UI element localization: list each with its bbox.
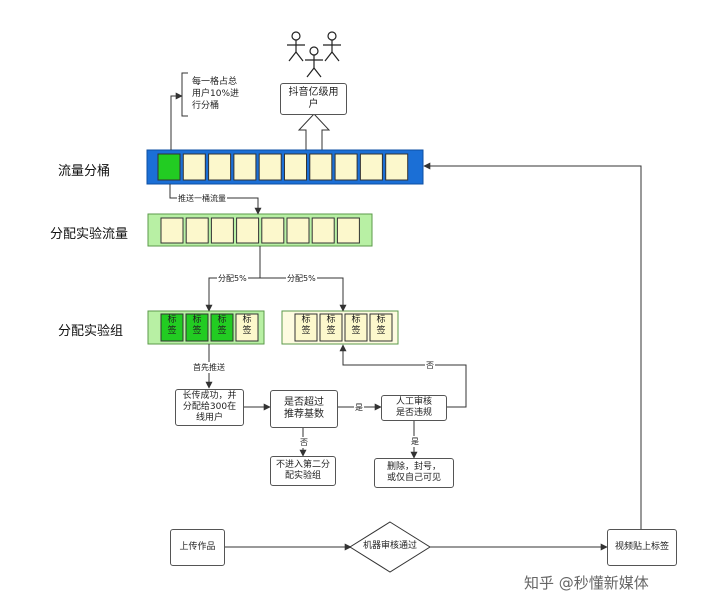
tag-cell (369, 313, 393, 342)
node-upload: 上传作品 (170, 529, 225, 566)
node-not-enter-line: 配实验组 (284, 471, 321, 481)
bucket-cell (385, 153, 409, 181)
tag-cell (235, 313, 259, 342)
node-not-enter-line: 不进入第二分 (275, 459, 330, 470)
edge-label-alloc-right: 分配5% (286, 273, 317, 284)
traffic-cell (210, 217, 234, 244)
tag-char: 签 (242, 325, 252, 336)
connector-review-no (339, 344, 467, 408)
edge-label-no-1: 否 (299, 437, 309, 448)
edge-label-push-bucket: 推送一桶流量 (177, 193, 227, 204)
tag-cell-label: 标签 (211, 315, 233, 337)
bucket-cell (284, 153, 307, 181)
tag-cell (185, 313, 209, 342)
bucket-cell (157, 153, 181, 181)
tag-cell-label: 标签 (320, 315, 342, 337)
node-machine-review: 机器审核通过 (362, 541, 417, 551)
edge-label-no-2: 否 (425, 360, 435, 371)
user-figure-icon (305, 46, 323, 78)
traffic-cell (311, 217, 335, 244)
connector-note (170, 92, 183, 150)
row-label-traffic-bucket: 流量分桶 (58, 164, 111, 179)
edge-label-alloc-left: 分配5% (217, 273, 248, 284)
bucket-cell (258, 153, 282, 181)
tag-char: 签 (192, 325, 202, 336)
node-not-enter: 不进入第二分配实验组 (270, 456, 336, 486)
node-review-line: 人工审核 (395, 396, 432, 407)
bucket-cell (233, 153, 257, 181)
tag-cell (294, 313, 318, 342)
tag-cell (319, 313, 343, 342)
traffic-cell (236, 217, 260, 244)
tag-char: 签 (351, 325, 361, 336)
traffic-cell (336, 217, 360, 244)
node-delete-line: 删除，封号， (386, 461, 441, 472)
tag-cell-label: 标签 (345, 315, 367, 337)
tag-cell-label: 标签 (236, 315, 258, 337)
tag-cell (160, 313, 184, 342)
node-exceed: 是否超过推荐基数 (270, 390, 338, 428)
tag-char: 标 (326, 315, 336, 325)
traffic-cell (261, 217, 285, 244)
machine-review-diamond (349, 521, 431, 573)
tag-cell (344, 313, 368, 342)
node-growth: 长传成功，并分配给300在线用户 (175, 389, 244, 426)
bucket-cell (359, 153, 383, 181)
tag-cell-label: 标签 (295, 315, 317, 337)
node-delete: 删除，封号，或仅自己可见 (374, 458, 454, 488)
edge-label-yes-2: 是 (410, 436, 420, 447)
note-bracket (181, 72, 188, 117)
node-exceed-line: 推荐基数 (284, 409, 324, 420)
edge-label-yes-1: 是 (354, 402, 364, 413)
bucket-note-line: 用户10%进 (192, 89, 240, 100)
tag-char: 标 (217, 315, 227, 325)
users-box: 抖音亿级用户 (280, 83, 347, 115)
traffic-cell (160, 217, 184, 244)
tag-char: 标 (351, 315, 361, 325)
node-review-line: 是否违规 (395, 408, 432, 418)
node-review: 人工审核是否违规 (381, 395, 447, 421)
tag-char: 签 (376, 325, 386, 336)
node-exceed-line: 是否超过 (284, 396, 324, 408)
tag-cell (210, 313, 234, 342)
node-video-tag: 视频贴上标签 (607, 529, 677, 566)
tag-char: 标 (242, 315, 252, 325)
tag-char: 签 (217, 325, 227, 336)
users-box-line: 抖音亿级用 (288, 86, 339, 98)
node-growth-line: 分配给300在 (182, 401, 237, 412)
users-box-line: 户 (308, 99, 319, 110)
tag-char: 签 (167, 325, 177, 336)
tag-cell-label: 标签 (186, 315, 208, 337)
tag-char: 签 (326, 325, 336, 336)
bucket-cell (334, 153, 358, 181)
bucket-note-line: 每一格占总 (192, 77, 238, 87)
bucket-note-line: 行分桶 (192, 101, 220, 112)
tag-char: 标 (376, 315, 386, 325)
tag-cell-label: 标签 (370, 315, 392, 337)
watermark-text: 知乎 @秒懂新媒体 (524, 574, 649, 592)
node-delete-line: 或仅自己可见 (386, 473, 441, 483)
connector-tag-bucket (423, 162, 642, 529)
tag-char: 标 (301, 315, 311, 325)
bucket-cell (309, 153, 333, 181)
bucket-note: 每一格占总 用户10%进 行分桶 (192, 76, 239, 112)
node-growth-line: 长传成功，并 (182, 390, 237, 401)
tag-char: 签 (301, 325, 311, 336)
hollow-up-arrow (297, 113, 331, 150)
row-label-allocate-group: 分配实验组 (58, 324, 124, 339)
bucket-cell (182, 153, 206, 181)
traffic-cell (185, 217, 209, 244)
edge-label-first-push: 首先推送 (192, 362, 226, 373)
tag-char: 标 (192, 315, 202, 325)
row-label-allocate-traffic: 分配实验流量 (50, 227, 129, 242)
tag-char: 标 (167, 315, 177, 325)
user-figure-icon (323, 31, 341, 62)
bucket-cell (208, 153, 232, 181)
node-growth-line: 线用户 (195, 413, 223, 424)
traffic-cell (286, 217, 310, 244)
tag-cell-label: 标签 (161, 315, 183, 337)
user-figure-icon (287, 31, 305, 62)
